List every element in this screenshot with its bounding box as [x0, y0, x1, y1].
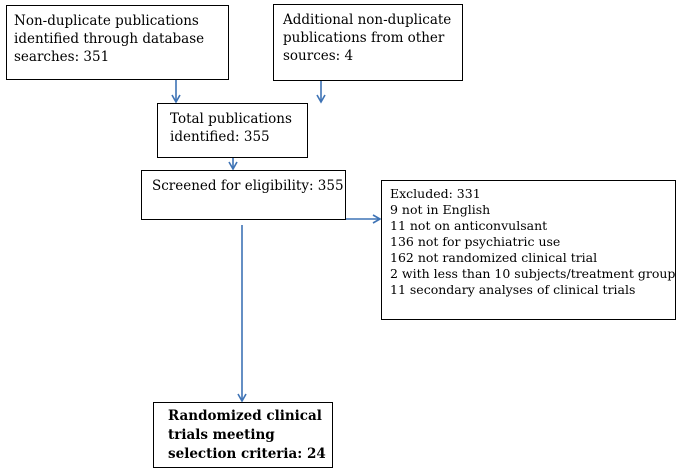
box-line: selection criteria: 24 — [168, 446, 326, 462]
box-line: Randomized clinical — [168, 408, 322, 424]
database-search-box: Non-duplicate publications identified th… — [6, 5, 229, 80]
box-line: trials meeting — [168, 427, 275, 443]
box-line: Total publications — [170, 111, 292, 127]
box-line: sources: 4 — [283, 48, 354, 64]
box-line: 9 not in English — [390, 202, 491, 217]
box-line: searches: 351 — [14, 49, 110, 65]
box-line: 11 secondary analyses of clinical trials — [390, 282, 636, 297]
box-line: 11 not on anticonvulsant — [390, 218, 548, 233]
box-line: 2 with less than 10 subjects/treatment g… — [390, 266, 676, 281]
box-line: Additional non-duplicate — [283, 12, 452, 28]
box-line: Excluded: 331 — [390, 186, 481, 201]
box-line: identified through database — [14, 31, 205, 47]
box-line: Non-duplicate publications — [14, 13, 199, 29]
box-line: identified: 355 — [170, 129, 270, 145]
other-sources-box: Additional non-duplicate publications fr… — [273, 4, 463, 81]
screened-box: Screened for eligibility: 355 — [141, 170, 346, 220]
box-line: 162 not randomized clinical trial — [390, 250, 598, 265]
total-publications-box: Total publications identified: 355 — [157, 103, 308, 158]
excluded-box: Excluded: 331 9 not in English 11 not on… — [381, 180, 676, 320]
box-line: 136 not for psychiatric use — [390, 234, 561, 249]
included-trials-box: Randomized clinical trials meeting selec… — [153, 402, 333, 468]
box-line: Screened for eligibility: 355 — [152, 178, 344, 194]
box-line: publications from other — [283, 30, 445, 46]
